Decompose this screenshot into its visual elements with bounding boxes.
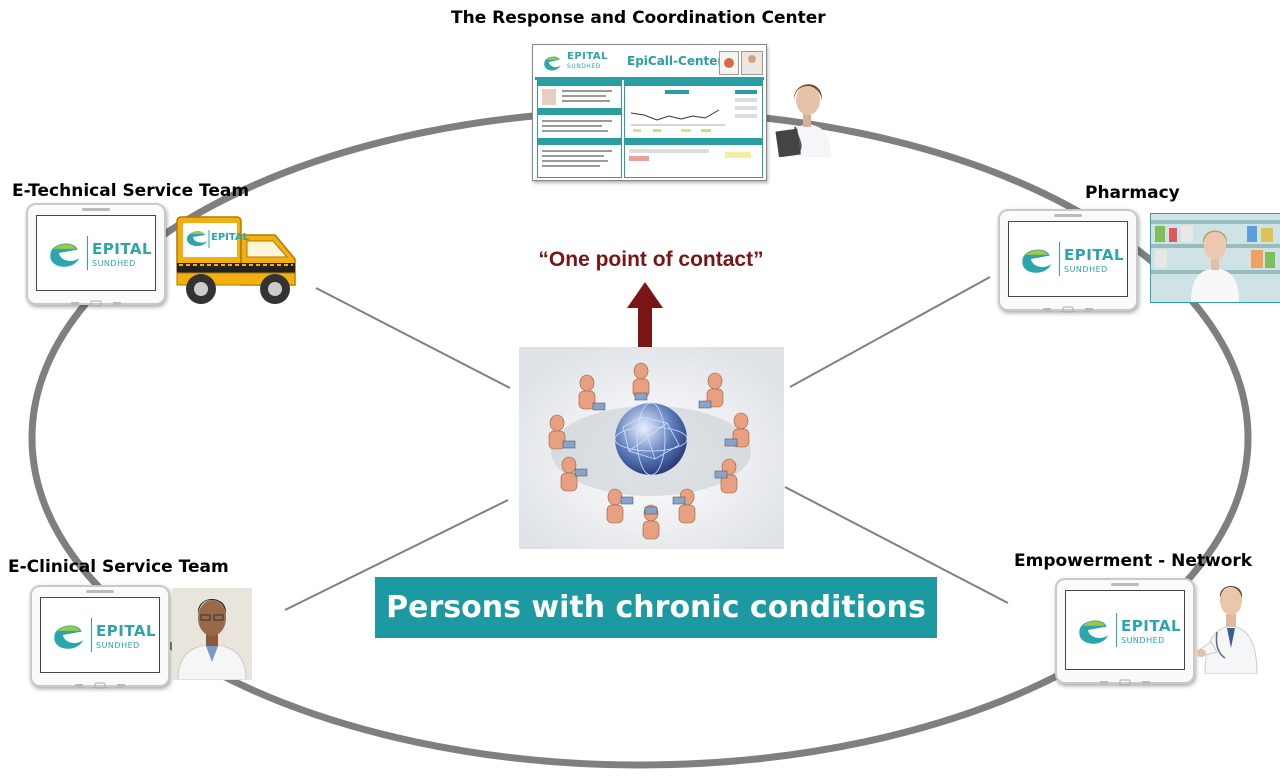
technical-tablet: EPITAL SUNDHED <box>26 203 166 307</box>
clinical-brand-name: EPITAL <box>96 622 157 640</box>
arrow-up-icon <box>627 282 663 350</box>
cc-panel-left-3 <box>537 139 622 178</box>
truck-icon: EPITAL <box>175 213 307 311</box>
spoke-technical <box>315 287 511 389</box>
empowerment-brand-sub: SUNDHED <box>1121 636 1165 645</box>
technical-brand-name: EPITAL <box>92 240 153 258</box>
nurse-icon <box>773 72 843 157</box>
epital-logo-icon <box>544 56 561 71</box>
truck-brand: EPITAL <box>211 232 250 243</box>
cc-panel-left-2 <box>537 109 622 139</box>
pharmacy-title: Pharmacy <box>1085 183 1180 203</box>
cc-brand-name: EPITAL <box>567 51 609 62</box>
spoke-pharmacy <box>789 276 991 388</box>
clinical-tablet: EPITAL SUNDHED <box>30 585 170 689</box>
empowerment-title: Empowerment - Network <box>1014 551 1253 571</box>
center-title: The Response and Coordination Center <box>451 8 826 28</box>
empowerment-brand-name: EPITAL <box>1121 617 1182 635</box>
epital-logo-icon <box>50 243 80 267</box>
pharmacist-icon <box>1150 213 1280 303</box>
cc-panel-bottom <box>624 139 763 178</box>
globe-network-icon <box>519 347 784 549</box>
handshake-doctor-icon <box>1197 576 1261 674</box>
call-center-header: EPITAL SUNDHED EpiCall-Center <box>535 47 764 80</box>
chronic-conditions-banner: Persons with chronic conditions <box>375 577 937 638</box>
epital-logo-icon <box>1079 620 1109 644</box>
empowerment-tablet: EPITAL SUNDHED <box>1055 578 1195 686</box>
pharmacy-brand-name: EPITAL <box>1064 246 1125 264</box>
technical-title: E-Technical Service Team <box>12 181 250 201</box>
spoke-clinical <box>284 499 509 611</box>
cc-panel-chart <box>624 80 763 139</box>
clinical-title: E-Clinical Service Team <box>8 557 229 577</box>
call-center-screen: EPITAL SUNDHED EpiCall-Center <box>532 44 767 181</box>
one-point-of-contact-label: “One point of contact” <box>538 248 764 271</box>
pharmacy-tablet: EPITAL SUNDHED <box>998 209 1138 313</box>
clinical-brand-sub: SUNDHED <box>96 641 140 650</box>
cc-panel-info <box>537 80 622 109</box>
cc-brand-sub: SUNDHED <box>567 63 601 70</box>
call-center-title: EpiCall-Center <box>627 54 724 68</box>
spoke-empowerment <box>784 486 1009 604</box>
pharmacy-brand-sub: SUNDHED <box>1064 265 1108 274</box>
technical-brand-sub: SUNDHED <box>92 259 136 268</box>
epital-logo-icon <box>1022 249 1052 273</box>
epital-logo-icon <box>54 625 84 649</box>
doctor-icon <box>172 588 252 680</box>
phone-icon <box>719 51 739 75</box>
patient-photo-icon <box>741 51 763 75</box>
